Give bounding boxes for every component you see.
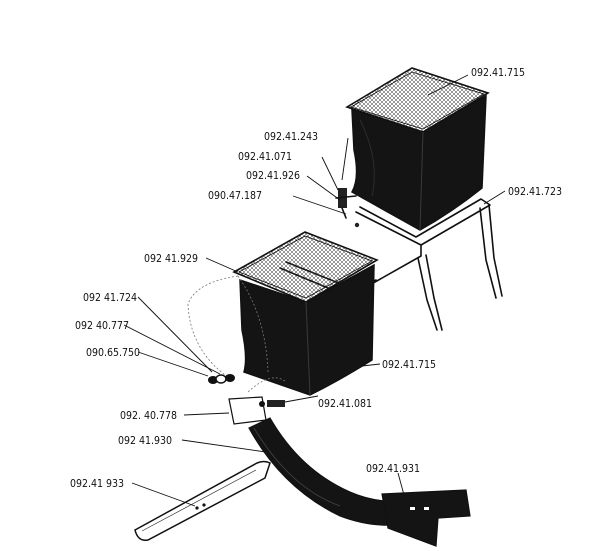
label-washer-777: 092 40.777 — [75, 320, 129, 332]
bottom-grass-basket — [232, 231, 379, 396]
mower-blade — [134, 460, 271, 542]
top-grass-basket — [345, 67, 490, 231]
label-nut-071: 092.41.071 — [238, 151, 292, 163]
leader-lines — [123, 74, 506, 507]
label-bushing-724: 092 41.724 — [83, 292, 137, 304]
label-hood: 092 41.929 — [144, 253, 198, 265]
label-top-basket: 092.41.715 — [471, 67, 525, 79]
label-screw: 092.41.243 — [264, 131, 318, 143]
label-bottom-basket: 092.41.715 — [382, 359, 436, 371]
label-chute-930: 092 41.930 — [118, 435, 172, 447]
label-bolt-081: 092.41.081 — [318, 398, 372, 410]
label-nut-750: 090.65.750 — [86, 347, 140, 359]
label-washer-926: 092.41.926 — [246, 170, 300, 182]
dashed-hood-outline — [187, 275, 287, 393]
washer-stack — [208, 374, 235, 384]
label-plate-931: 092.41.931 — [366, 463, 420, 475]
chute-mounting-plate — [381, 489, 471, 547]
label-bracket-778: 092. 40.778 — [120, 410, 177, 422]
label-pin-187: 090.47.187 — [208, 190, 262, 202]
mounting-bracket — [228, 396, 285, 425]
label-blade-933: 092.41 933 — [70, 478, 124, 490]
label-frame: 092.41.723 — [508, 186, 562, 198]
